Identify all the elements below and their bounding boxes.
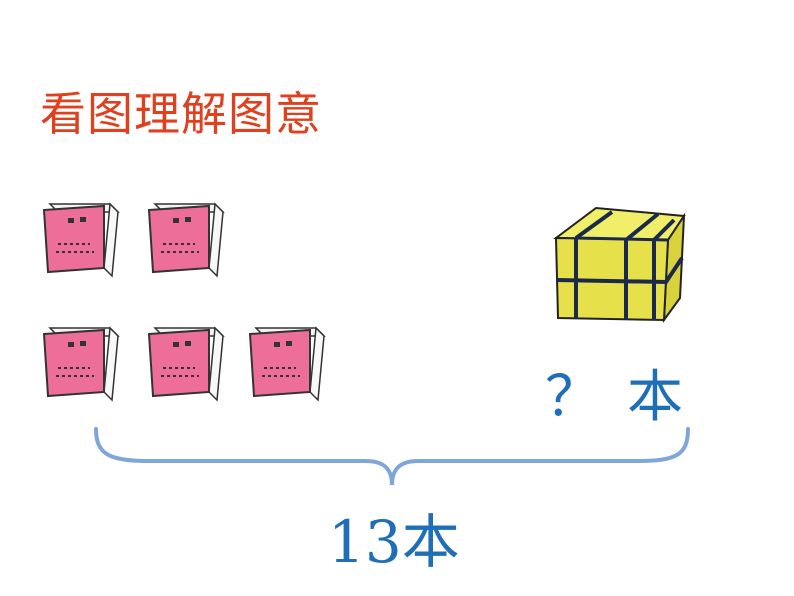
- bundle-quantity-label: ？本: [545, 352, 683, 433]
- book-bundle-icon: [550, 200, 690, 330]
- page-title: 看图理解图意: [40, 87, 322, 141]
- book-icon: [40, 322, 122, 402]
- book-icon: [145, 198, 227, 278]
- question-mark: ？: [545, 365, 601, 430]
- book-icon: [40, 198, 122, 278]
- unit-label: 本: [627, 365, 683, 430]
- total-label: 13本: [328, 508, 460, 576]
- book-icon: [145, 322, 227, 402]
- curly-brace: [90, 425, 695, 490]
- book-icon: [246, 322, 328, 402]
